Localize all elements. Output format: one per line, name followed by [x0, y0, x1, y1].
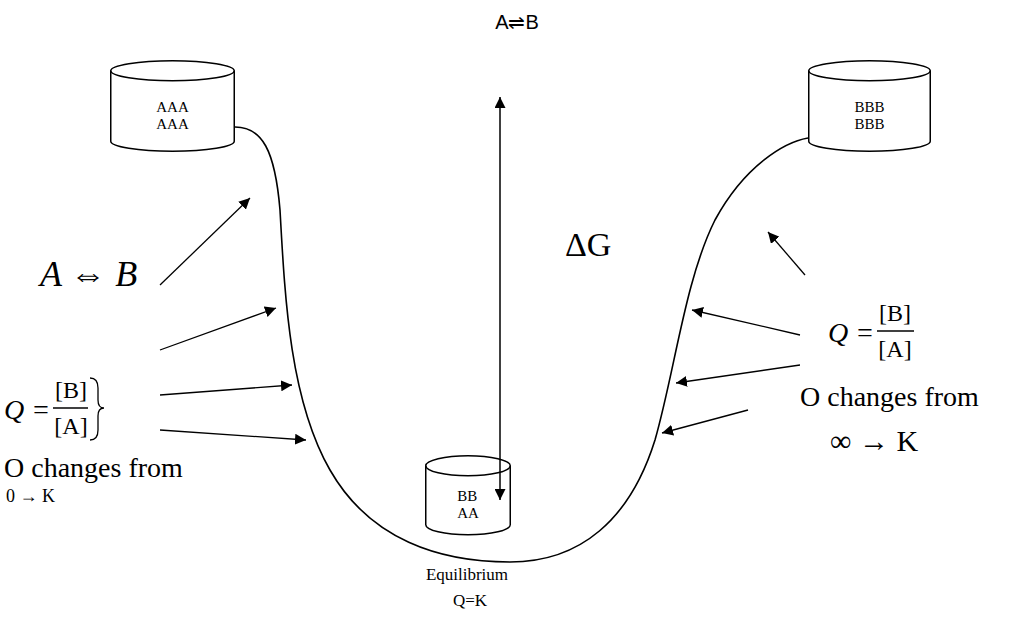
state-label: Equilibrium — [426, 566, 508, 585]
pointer-arrow — [768, 232, 805, 275]
tank-contents: AAA AAA — [156, 99, 189, 134]
cylinder-tank: BB AA — [425, 455, 511, 536]
pointer-arrow — [160, 198, 250, 285]
delta-g-label: ΔG — [565, 226, 611, 263]
delta-g-arrow — [499, 97, 501, 500]
pointer-arrow — [160, 430, 306, 440]
range-text: ∞ → K — [830, 424, 918, 457]
cylinder-top — [111, 61, 235, 81]
fraction-bar — [53, 407, 88, 408]
fraction-denominator: [A] — [878, 336, 911, 362]
fraction-numerator: [B] — [879, 300, 911, 326]
fraction-bar — [877, 330, 914, 331]
note-text: O changes from — [4, 453, 183, 484]
tank-contents: BBB BBB — [854, 99, 884, 134]
cylinder-tank: AAA AAA — [110, 60, 235, 152]
energy-curve — [235, 127, 808, 562]
pointer-arrow — [676, 365, 800, 383]
cylinder-body — [809, 71, 931, 151]
fraction-numerator: [B] — [55, 377, 87, 403]
pointer-arrow — [692, 310, 800, 335]
cylinder-tank: BBB BBB — [808, 60, 931, 152]
curly-brace — [90, 378, 104, 440]
reaction-title: A⇌B — [495, 11, 539, 33]
pointer-arrow — [160, 308, 276, 350]
tank-contents: BB AA — [457, 488, 479, 523]
cylinder-body — [111, 71, 235, 152]
state-label: Q=K — [453, 592, 487, 611]
quotient-symbol: Q = — [4, 395, 50, 426]
cylinder-body — [426, 466, 511, 535]
quotient-symbol: Q = — [828, 318, 874, 349]
pointer-arrow — [160, 385, 292, 395]
pointer-arrow — [662, 410, 748, 433]
cylinder-top — [809, 61, 931, 81]
note-text: O changes from — [800, 382, 979, 413]
cylinder-top — [426, 456, 511, 476]
equation-label: A ⇔ B — [40, 255, 137, 295]
fraction-denominator: [A] — [54, 413, 87, 439]
range-text: 0 → K — [6, 487, 55, 507]
